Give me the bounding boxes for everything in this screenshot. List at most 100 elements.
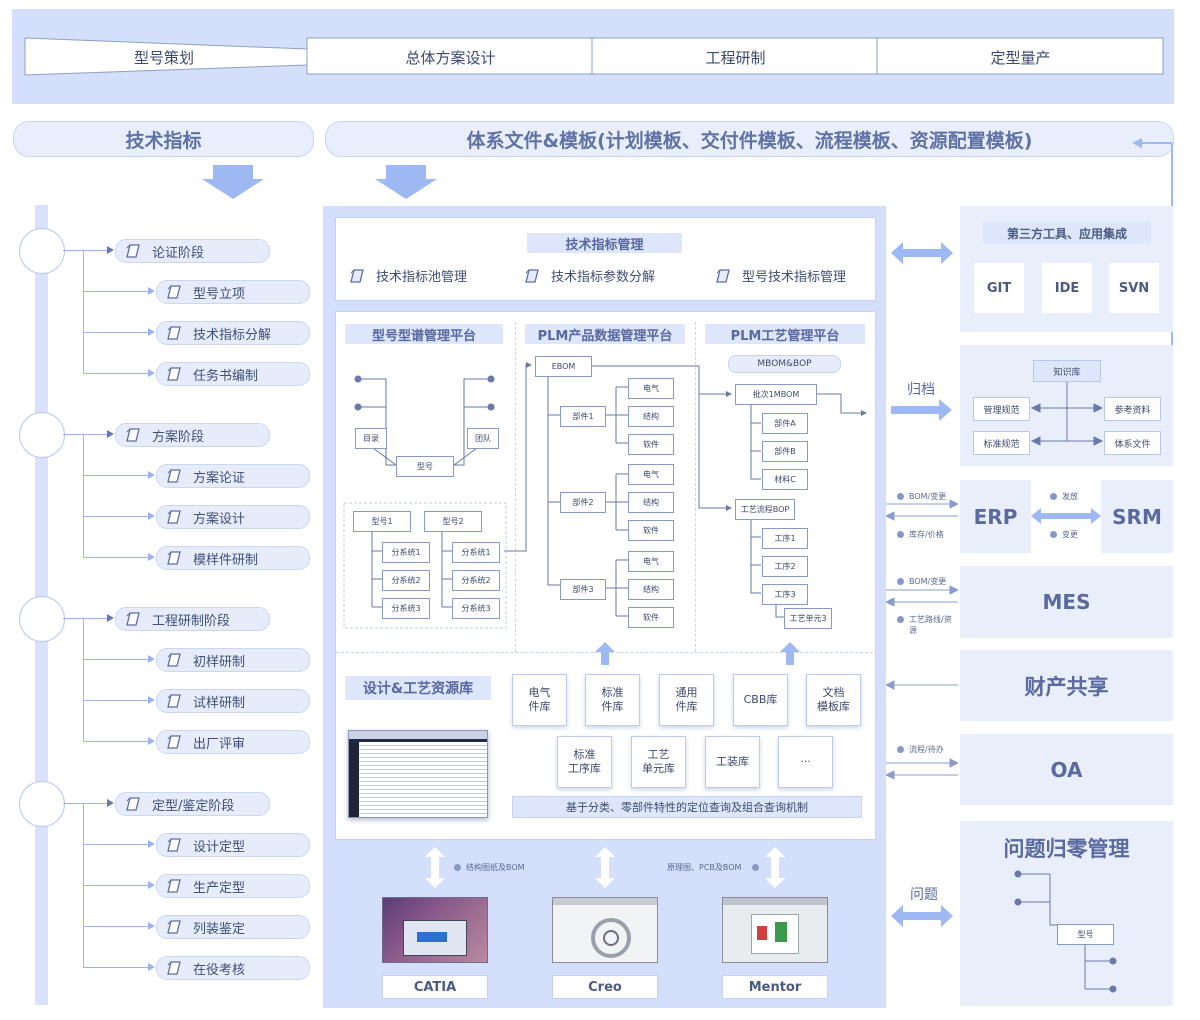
node-part2[interactable]: 部件2 — [560, 492, 606, 513]
stage-item[interactable]: 方案论证 — [156, 464, 310, 488]
phase-engineering: 工程研制 — [705, 49, 766, 67]
resource-lib-item[interactable]: 通用 件库 — [659, 674, 714, 726]
discipline-node[interactable]: 结构 — [628, 492, 674, 513]
discipline-node[interactable]: 结构 — [628, 406, 674, 427]
node-unit3[interactable]: 工艺单元3 — [784, 608, 832, 629]
oa-box[interactable]: OA — [960, 734, 1173, 805]
resource-lib-item[interactable]: 工装库 — [705, 736, 760, 788]
divider — [695, 322, 696, 652]
stage-pill[interactable]: 定型/鉴定阶段 — [115, 792, 270, 816]
connector — [83, 619, 84, 742]
node-subsystem[interactable]: 分系统3 — [452, 598, 500, 619]
issue-node-model[interactable]: 型号 — [1057, 924, 1114, 945]
srm-box[interactable]: SRM — [1101, 480, 1173, 553]
node-subsystem[interactable]: 分系统1 — [382, 542, 430, 563]
node-bop[interactable]: 工艺流程BOP — [735, 499, 795, 520]
stage-item[interactable]: 生产定型 — [156, 874, 310, 898]
tech-param-item[interactable]: 技术指标参数分解 — [525, 266, 655, 285]
node-model[interactable]: 型号 — [396, 456, 454, 477]
stage-pill[interactable]: 方案阶段 — [115, 423, 270, 447]
label-struct: 结构图纸及BOM — [466, 863, 525, 872]
stage-item[interactable]: 在役考核 — [156, 956, 310, 980]
discipline-node[interactable]: 软件 — [628, 607, 674, 628]
stage-pill[interactable]: 论证阶段 — [115, 239, 270, 263]
svn-box[interactable]: SVN — [1109, 263, 1159, 313]
node-subsystem[interactable]: 分系统1 — [452, 542, 500, 563]
discipline-node[interactable]: 电气 — [628, 551, 674, 572]
resource-lib-item[interactable]: ··· — [778, 736, 833, 788]
erp-box[interactable]: ERP — [960, 480, 1031, 553]
arrow-head — [148, 287, 155, 295]
node-proc2[interactable]: 工序2 — [762, 556, 808, 577]
node-team[interactable]: 团队 — [467, 428, 499, 449]
kb-system-docs[interactable]: 体系文件 — [1104, 431, 1161, 455]
stage-item-label: 生产定型 — [193, 880, 246, 896]
double-arrow-vertical — [765, 847, 785, 888]
node-ebom[interactable]: EBOM — [535, 356, 592, 377]
connector — [83, 475, 151, 476]
arrow-head — [107, 430, 114, 438]
stage-item[interactable]: 初样研制 — [156, 648, 310, 672]
stage-item[interactable]: 列装鉴定 — [156, 915, 310, 939]
tech-mgmt-title: 技术指标管理 — [527, 233, 682, 253]
stage-pill[interactable]: 工程研制阶段 — [115, 607, 270, 631]
resource-lib-item[interactable]: CBB库 — [733, 674, 788, 726]
mentor-label[interactable]: Mentor — [722, 975, 828, 999]
tech-pool-item[interactable]: 技术指标池管理 — [350, 266, 467, 285]
arrow-head — [148, 737, 155, 745]
catia-label[interactable]: CATIA — [382, 975, 488, 999]
stage-item[interactable]: 型号立项 — [156, 280, 310, 304]
node-part3[interactable]: 部件3 — [560, 579, 606, 600]
cube-icon — [126, 244, 140, 258]
node-catalog[interactable]: 目录 — [355, 428, 387, 449]
resource-lib-title: 设计&工艺资源库 — [345, 676, 491, 700]
node-materialC[interactable]: 材料C — [762, 469, 808, 490]
node-partA[interactable]: 部件A — [762, 413, 808, 434]
ide-box[interactable]: IDE — [1042, 263, 1092, 313]
process-title: PLM工艺管理平台 — [705, 324, 865, 344]
node-batch-mbom[interactable]: 批次1MBOM — [735, 384, 817, 405]
stage-item[interactable]: 出厂评审 — [156, 730, 310, 754]
resource-lib-item[interactable]: 电气 件库 — [512, 674, 567, 726]
tech-param-label: 技术指标参数分解 — [551, 270, 656, 285]
node-model2[interactable]: 型号2 — [424, 511, 482, 532]
kb-mgmt-spec[interactable]: 管理规范 — [973, 397, 1030, 421]
assets-box[interactable]: 财产共享 — [960, 650, 1173, 721]
node-subsystem[interactable]: 分系统3 — [382, 598, 430, 619]
cube-icon — [167, 469, 181, 483]
creo-label[interactable]: Creo — [552, 975, 658, 999]
git-box[interactable]: GIT — [974, 263, 1024, 313]
stage-item[interactable]: 任务书编制 — [156, 362, 310, 386]
stage-item[interactable]: 技术指标分解 — [156, 321, 310, 345]
discipline-node[interactable]: 软件 — [628, 434, 674, 455]
stage-item[interactable]: 方案设计 — [156, 505, 310, 529]
resource-lib-item[interactable]: 文档 模板库 — [806, 674, 861, 726]
resource-lib-item[interactable]: 标准 件库 — [585, 674, 640, 726]
discipline-node[interactable]: 电气 — [628, 464, 674, 485]
node-model1[interactable]: 型号1 — [353, 511, 411, 532]
discipline-node[interactable]: 软件 — [628, 520, 674, 541]
node-part1[interactable]: 部件1 — [560, 406, 606, 427]
arrow-head — [148, 471, 155, 479]
node-proc3[interactable]: 工序3 — [762, 584, 808, 605]
stage-item-label: 试样研制 — [193, 695, 246, 711]
resource-lib-item[interactable]: 标准 工序库 — [557, 736, 612, 788]
node-subsystem[interactable]: 分系统2 — [452, 570, 500, 591]
double-arrow-horizontal — [891, 242, 953, 264]
kb-reference[interactable]: 参考资料 — [1104, 397, 1161, 421]
kb-standard[interactable]: 标准规范 — [973, 431, 1030, 455]
stage-item[interactable]: 模样件研制 — [156, 546, 310, 570]
stage-item[interactable]: 试样研制 — [156, 689, 310, 713]
erp-srm-arrow — [1031, 508, 1101, 524]
node-subsystem[interactable]: 分系统2 — [382, 570, 430, 591]
kb-center[interactable]: 知识库 — [1033, 360, 1101, 382]
mes-box[interactable]: MES — [960, 566, 1173, 638]
discipline-node[interactable]: 电气 — [628, 378, 674, 399]
discipline-node[interactable]: 结构 — [628, 579, 674, 600]
resource-lib-item[interactable]: 工艺 单元库 — [631, 736, 686, 788]
node-proc1[interactable]: 工序1 — [762, 528, 808, 549]
stage-item[interactable]: 设计定型 — [156, 833, 310, 857]
model-tech-item[interactable]: 型号技术指标管理 — [716, 266, 846, 285]
spreadsheet-thumbnail — [348, 730, 488, 818]
node-partB[interactable]: 部件B — [762, 441, 808, 462]
